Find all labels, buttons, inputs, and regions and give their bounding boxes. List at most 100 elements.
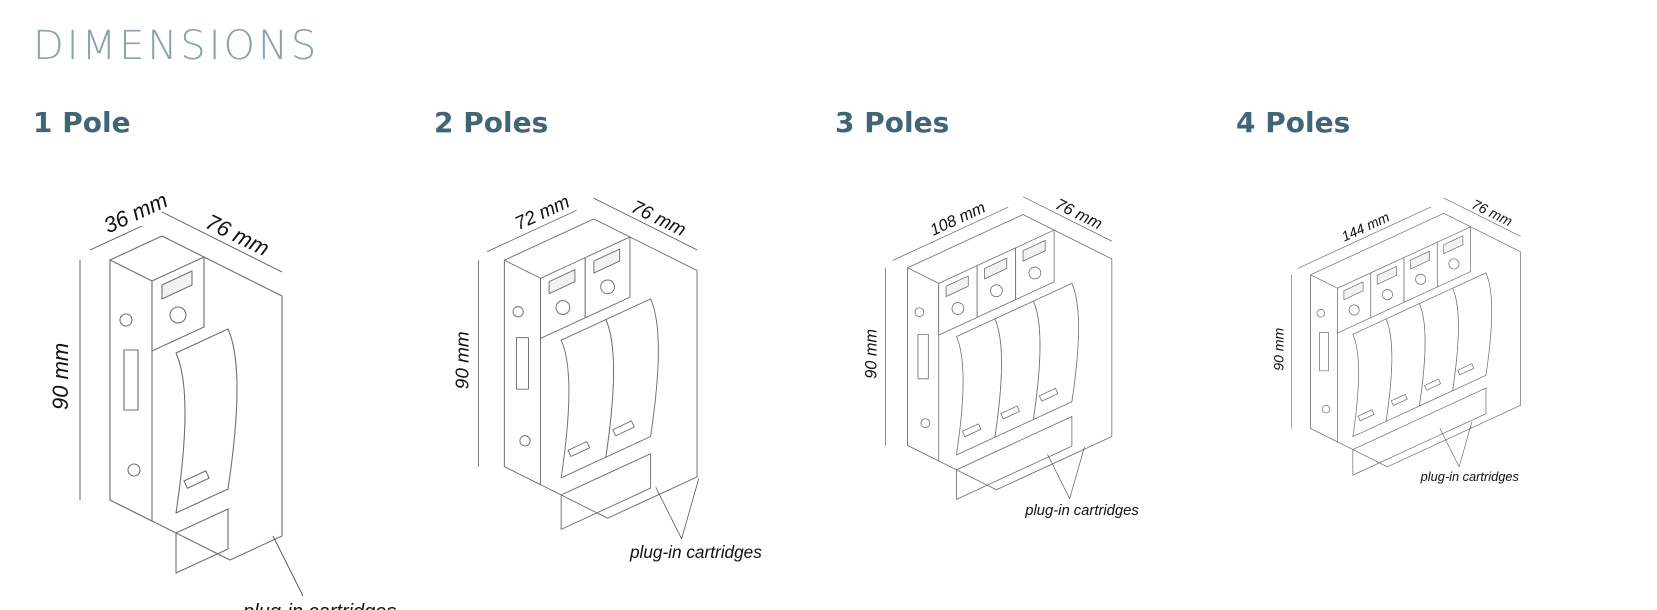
screw-hole: [914, 307, 925, 318]
device-group: 144 mm 76 mm 90 mm plug-in cartridges: [1271, 196, 1521, 484]
page-title: DIMENSIONS: [33, 23, 320, 69]
height-label: 90 mm: [863, 329, 881, 379]
side-panel: [503, 259, 541, 486]
cartridge: [994, 300, 1041, 438]
terminal-screw-icon: [1381, 289, 1393, 301]
screw-hole: [512, 306, 524, 318]
cartridge: [956, 318, 1002, 456]
depth-label: 76 mm: [628, 197, 689, 241]
heading-1-pole: 1 Pole: [33, 106, 131, 139]
width-label: 144 mm: [1339, 209, 1392, 245]
depth-dimension-line: [161, 211, 283, 273]
leader-line: [681, 478, 700, 539]
height-label: 90 mm: [48, 343, 73, 410]
terminal-slot: [1410, 250, 1430, 270]
leader-line: [1069, 446, 1085, 499]
leader-line: [655, 487, 682, 540]
width-dimension-line: [1297, 206, 1432, 269]
terminal-screw-icon: [990, 284, 1003, 298]
cartridge-window: [567, 441, 591, 457]
width-label: 108 mm: [927, 198, 988, 239]
width-label: 72 mm: [512, 192, 573, 235]
cartridge-window: [961, 423, 982, 438]
terminal-slot: [1343, 281, 1364, 301]
base-plate: [1352, 387, 1487, 476]
screw-hole: [127, 463, 141, 477]
depth-dimension-line: [1443, 197, 1521, 237]
din-clip: [515, 337, 529, 390]
terminal-slot: [593, 248, 621, 274]
depth-dimension-line: [1022, 196, 1112, 242]
din-clip: [123, 349, 139, 411]
device-group: 108 mm 76 mm 90 mm plug-in cartridges: [863, 195, 1140, 519]
cartridges-label: plug-in cartridges: [242, 601, 396, 610]
terminal-slot: [548, 269, 576, 295]
cartridge: [560, 319, 615, 479]
cartridge-window: [1424, 378, 1441, 391]
terminal-screw-icon: [555, 300, 571, 315]
cartridge-window: [1357, 409, 1375, 422]
base-plate: [956, 416, 1073, 500]
width-dimension-line: [487, 209, 577, 252]
cartridge-window: [1390, 394, 1408, 406]
cartridge-window: [1457, 363, 1475, 376]
cartridge-window: [183, 470, 210, 489]
cartridge-window: [1000, 405, 1020, 420]
terminal-slot: [1443, 235, 1464, 255]
terminal-screw-icon: [1028, 266, 1042, 280]
leader-line: [1047, 454, 1070, 499]
height-label: 90 mm: [1271, 328, 1287, 371]
cartridge: [1032, 282, 1079, 420]
cartridges-label: plug-in cartridges: [1420, 469, 1520, 484]
side-panel: [907, 267, 940, 462]
terminal-screw-icon: [169, 306, 187, 324]
depth-dimension-line: [593, 197, 698, 251]
terminal-screw-icon: [951, 302, 965, 315]
cartridge: [1352, 318, 1393, 438]
depth-label: 76 mm: [1469, 196, 1515, 229]
din-clip: [917, 333, 929, 380]
terminal-slot: [161, 270, 193, 300]
screw-hole: [1316, 309, 1326, 318]
terminal-screw-icon: [1348, 304, 1360, 316]
cartridge-window: [612, 420, 635, 437]
heading-4-poles: 4 Poles: [1236, 106, 1351, 139]
drawing-4-poles: 144 mm 76 mm 90 mm plug-in cartridges: [1271, 196, 1521, 484]
cartridges-label: plug-in cartridges: [629, 542, 762, 562]
terminal-slot: [1376, 266, 1397, 285]
leader-line: [1439, 428, 1460, 467]
depth-label: 76 mm: [1052, 195, 1105, 233]
terminal-screw-icon: [1415, 273, 1427, 285]
terminal-screw-icon: [1448, 258, 1460, 270]
din-clip: [1319, 332, 1329, 372]
heading-2-poles: 2 Poles: [434, 106, 549, 139]
cartridge: [605, 298, 659, 458]
drawing-2-poles: 72 mm 76 mm 90 mm plug-in cartridges: [452, 192, 762, 562]
screw-hole: [519, 435, 531, 447]
width-dimension-line: [89, 225, 143, 251]
leader-line: [1458, 421, 1473, 467]
base-plate: [560, 453, 652, 530]
terminal-slot: [945, 275, 969, 298]
leader-line: [272, 535, 304, 597]
drawing-3-poles: 108 mm 76 mm 90 mm plug-in cartridges: [863, 195, 1140, 519]
cartridge: [1385, 303, 1426, 422]
screw-hole: [1321, 405, 1331, 414]
height-label: 90 mm: [452, 331, 473, 389]
terminal-slot: [984, 257, 1008, 280]
side-panel: [109, 259, 153, 522]
heading-3-poles: 3 Poles: [835, 106, 950, 139]
side-panel: [1310, 274, 1338, 443]
cartridge: [1452, 272, 1493, 391]
screw-hole: [119, 313, 133, 327]
cartridges-label: plug-in cartridges: [1024, 503, 1139, 519]
terminal-screw-icon: [600, 279, 615, 295]
width-label: 36 mm: [100, 187, 172, 238]
terminal-slot: [1022, 240, 1046, 262]
screw-hole: [920, 418, 931, 429]
cartridge-window: [1038, 387, 1059, 402]
cartridge: [175, 328, 238, 514]
base-plate: [175, 508, 229, 574]
